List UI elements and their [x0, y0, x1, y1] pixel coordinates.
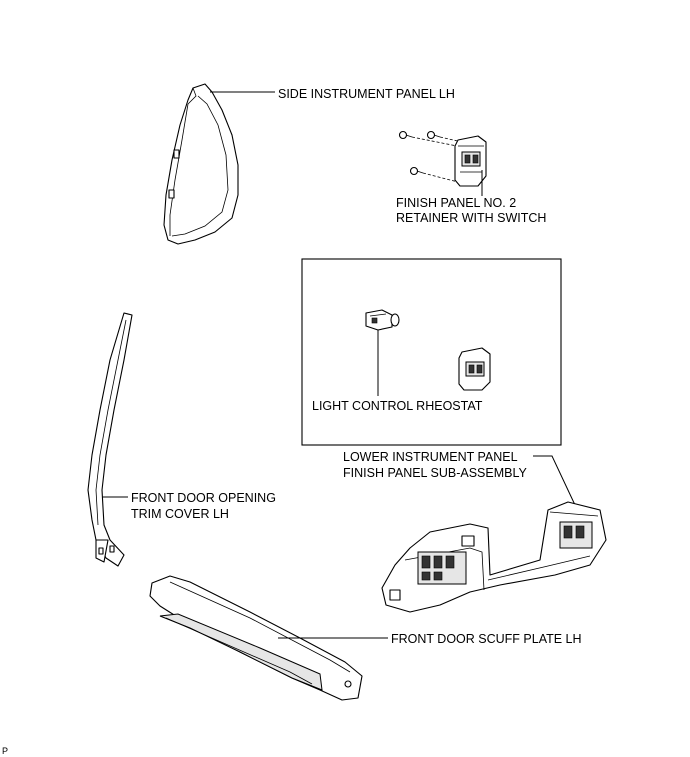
label-finish-panel-line1: FINISH PANEL NO. 2	[396, 196, 516, 210]
light-control-rheostat	[365, 309, 400, 331]
label-trim-cover-line2: TRIM COVER LH	[131, 507, 229, 521]
label-scuff-plate: FRONT DOOR SCUFF PLATE LH	[391, 632, 582, 646]
leader-lower-panel	[533, 455, 576, 506]
side-instrument-panel-lh	[163, 83, 239, 245]
front-door-opening-trim-cover-lh	[87, 312, 133, 567]
corner-mark: P	[2, 746, 8, 756]
rheostat-retainer	[458, 347, 491, 391]
label-lower-panel-line2: FINISH PANEL SUB-ASSEMBLY	[343, 466, 528, 480]
screw	[409, 166, 424, 176]
finish-panel-retainer	[398, 130, 487, 187]
screw	[398, 130, 413, 140]
label-rheostat: LIGHT CONTROL RHEOSTAT	[312, 399, 483, 413]
screw	[426, 130, 441, 140]
detail-inset-box	[301, 258, 562, 446]
label-side-instrument-panel: SIDE INSTRUMENT PANEL LH	[278, 87, 455, 101]
lower-instrument-panel-finish	[381, 501, 607, 613]
label-trim-cover-line1: FRONT DOOR OPENING	[131, 491, 276, 505]
front-door-scuff-plate-lh	[149, 575, 363, 701]
label-lower-panel-line1: LOWER INSTRUMENT PANEL	[343, 450, 518, 464]
label-finish-panel-line2: RETAINER WITH SWITCH	[396, 211, 546, 225]
